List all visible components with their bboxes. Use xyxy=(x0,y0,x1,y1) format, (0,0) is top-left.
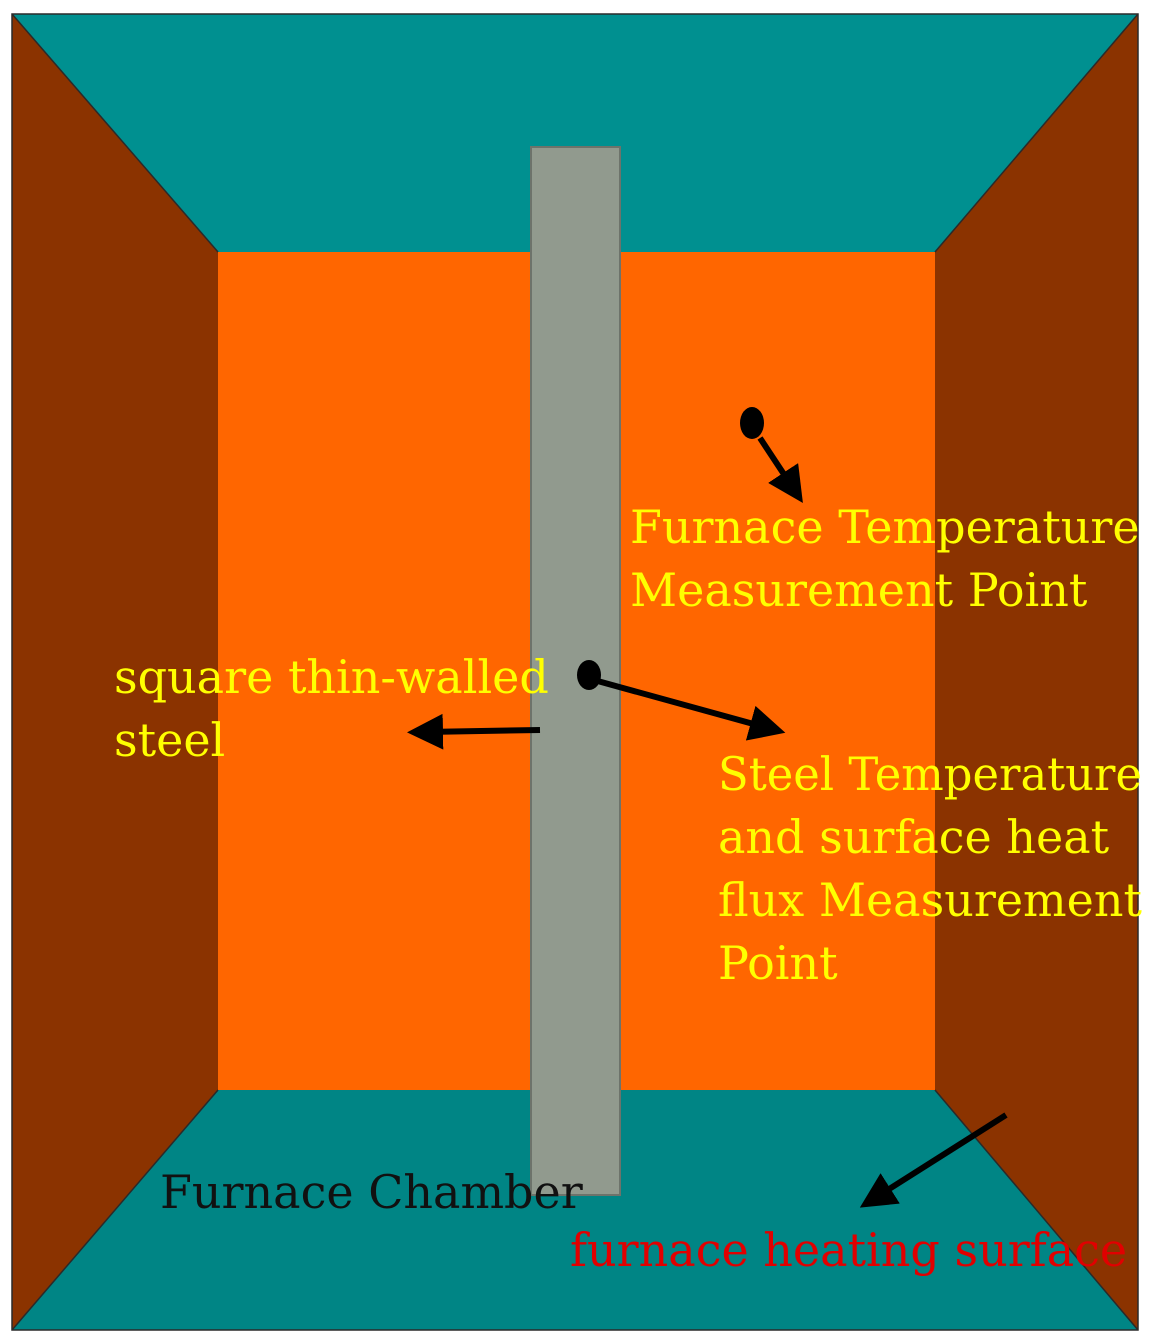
furnace-right-wall xyxy=(935,14,1138,1330)
steel-label-arrow xyxy=(407,713,541,750)
furnace-temp-label-line1: Furnace Temperature xyxy=(630,500,1140,554)
furnace-bottom-wall xyxy=(12,1090,1138,1330)
furnace-temp-arrow xyxy=(757,436,803,504)
steel-temp-label-line4: Point xyxy=(718,936,838,990)
steel-temp-label-line1: Steel Temperature xyxy=(718,747,1142,801)
steel-temp-arrow xyxy=(593,677,786,741)
furnace-temp-label-line2: Measurement Point xyxy=(630,563,1088,617)
heating-surface-arrow xyxy=(859,1112,1008,1208)
heating-surface-label: furnace heating surface xyxy=(570,1223,1127,1277)
steel-temp-label-line3: flux Measurement xyxy=(718,873,1143,927)
steel-temp-label-line2: and surface heat xyxy=(718,810,1110,864)
steel-label-line2: steel xyxy=(114,713,225,767)
furnace-chamber-label: Furnace Chamber xyxy=(160,1165,583,1219)
furnace-measurement-point-marker xyxy=(740,407,764,439)
furnace-top-wall xyxy=(12,14,1138,252)
steel-column xyxy=(530,146,621,1196)
steel-label-line1: square thin-walled xyxy=(114,650,549,704)
furnace-edges xyxy=(11,13,1139,1331)
furnace-left-wall xyxy=(12,14,218,1330)
steel-measurement-point-marker xyxy=(577,660,601,690)
